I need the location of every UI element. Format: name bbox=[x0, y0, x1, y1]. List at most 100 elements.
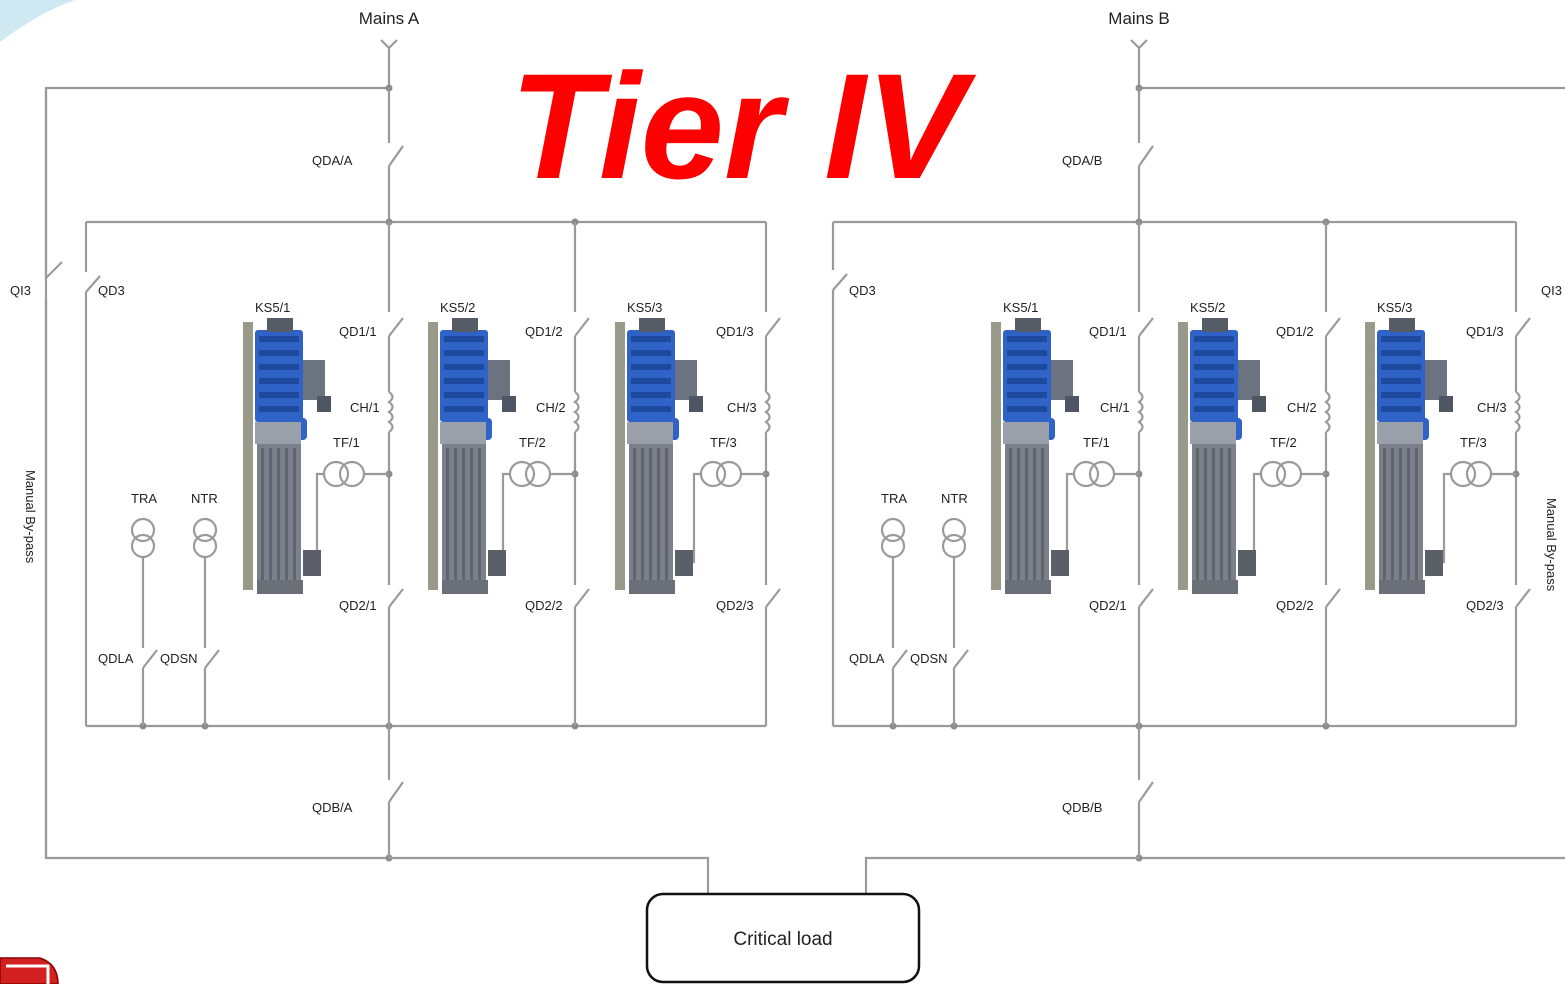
system-a: Mains A QI3 Manual By-pass QDA/A QD3 QDB… bbox=[10, 9, 781, 896]
mains-a-label: Mains A bbox=[359, 9, 420, 28]
gen-label: KS5/2 bbox=[440, 300, 475, 315]
qdla-label-a: QDLA bbox=[98, 651, 134, 666]
critical-load-label: Critical load bbox=[733, 929, 832, 950]
gen-label: KS5/1 bbox=[1003, 300, 1038, 315]
qd2-label: QD2/1 bbox=[1089, 598, 1127, 613]
unit-line-right-2 bbox=[1324, 222, 1341, 726]
tra-label-a: TRA bbox=[131, 491, 157, 506]
qdsn-label-b: QDSN bbox=[910, 651, 948, 666]
ntr-label-a: NTR bbox=[191, 491, 218, 506]
generator-units-a: KS5/1QD1/1CH/1TF/1QD2/1KS5/2QD1/2CH/2TF/… bbox=[243, 222, 781, 726]
qda-b-breaker bbox=[1137, 88, 1154, 222]
qd1-label: QD1/1 bbox=[1089, 324, 1127, 339]
tf-label: TF/1 bbox=[1083, 435, 1110, 450]
qdb-a-label: QDB/A bbox=[312, 800, 353, 815]
tf-link-right-2 bbox=[1238, 472, 1326, 564]
qd1-label: QD1/3 bbox=[716, 324, 754, 339]
logo-fragment bbox=[0, 957, 59, 984]
qd3-breaker-a bbox=[84, 222, 101, 726]
qi3-breaker-a bbox=[44, 88, 63, 858]
tier-title: Tier IV bbox=[510, 42, 977, 210]
tf-label: TF/3 bbox=[1460, 435, 1487, 450]
unit-line-right-3 bbox=[1514, 222, 1531, 726]
tf-label: TF/3 bbox=[710, 435, 737, 450]
feed-b-to-load bbox=[864, 856, 1139, 896]
feed-a-to-load bbox=[389, 856, 710, 896]
tf-label: TF/2 bbox=[1270, 435, 1297, 450]
qd3-label-b: QD3 bbox=[849, 283, 876, 298]
tf-label: TF/2 bbox=[519, 435, 546, 450]
qd3-label-a: QD3 bbox=[98, 283, 125, 298]
tf-link-left-3 bbox=[675, 472, 766, 564]
qd1-label: QD1/2 bbox=[1276, 324, 1314, 339]
corner-swoosh bbox=[0, 0, 75, 42]
qd2-label: QD2/3 bbox=[1466, 598, 1504, 613]
system-b: Mains B QI3 Manual By-pass QDA/B QD3 QDB… bbox=[831, 9, 1565, 896]
qdsn-label-a: QDSN bbox=[160, 651, 198, 666]
unit-line-right-1 bbox=[1137, 222, 1154, 726]
unit-line-left-1 bbox=[387, 222, 404, 726]
qda-a-label: QDA/A bbox=[312, 153, 353, 168]
qd2-label: QD2/3 bbox=[716, 598, 754, 613]
genset-icon bbox=[243, 318, 331, 594]
ch-label: CH/1 bbox=[1100, 400, 1130, 415]
gen-label: KS5/1 bbox=[255, 300, 290, 315]
tf-link-left-2 bbox=[488, 472, 575, 564]
ntr-label-b: NTR bbox=[941, 491, 968, 506]
qd2-label: QD2/1 bbox=[339, 598, 377, 613]
qdsn-breaker-a bbox=[203, 557, 220, 726]
bypass-label-b: Manual By-pass bbox=[1544, 498, 1559, 592]
tf-link-right-1 bbox=[1051, 472, 1139, 564]
qd1-label: QD1/1 bbox=[339, 324, 377, 339]
qdb-b-label: QDB/B bbox=[1062, 800, 1102, 815]
genset-icon bbox=[1365, 318, 1453, 594]
critical-load-box bbox=[645, 892, 921, 984]
genset-icon bbox=[428, 318, 516, 594]
gen-label: KS5/3 bbox=[1377, 300, 1412, 315]
genset-icon bbox=[1178, 318, 1266, 594]
qdla-label-b: QDLA bbox=[849, 651, 885, 666]
aux-transformers-b: TRA NTR QDLA QDSN bbox=[849, 491, 969, 726]
qd1-label: QD1/3 bbox=[1466, 324, 1504, 339]
tf-link-right-3 bbox=[1425, 472, 1516, 564]
qd1-label: QD1/2 bbox=[525, 324, 563, 339]
bypass-label-a: Manual By-pass bbox=[23, 470, 38, 564]
tf-label: TF/1 bbox=[333, 435, 360, 450]
qda-b-label: QDA/B bbox=[1062, 153, 1102, 168]
mains-b-feed bbox=[1130, 39, 1148, 88]
unit-line-left-3 bbox=[764, 222, 781, 726]
unit-line-left-2 bbox=[573, 222, 590, 726]
qdsn-breaker-b bbox=[952, 557, 969, 726]
ch-label: CH/3 bbox=[1477, 400, 1507, 415]
qi3-label-a: QI3 bbox=[10, 283, 31, 298]
aux-transformers-a: TRA NTR QDLA QDSN bbox=[98, 491, 220, 726]
qi3-label-b: QI3 bbox=[1541, 283, 1562, 298]
qdla-breaker-b bbox=[891, 557, 908, 726]
generator-units-b: KS5/1QD1/1CH/1TF/1QD2/1KS5/2QD1/2CH/2TF/… bbox=[991, 222, 1531, 726]
gen-label: KS5/2 bbox=[1190, 300, 1225, 315]
critical-load: Critical load bbox=[645, 892, 921, 984]
mains-a-feed bbox=[380, 39, 398, 88]
tra-label-b: TRA bbox=[881, 491, 907, 506]
qd3-breaker-b bbox=[831, 222, 848, 726]
ch-label: CH/3 bbox=[727, 400, 757, 415]
qdb-a-breaker bbox=[387, 726, 404, 858]
qdla-breaker-a bbox=[141, 557, 158, 726]
bypass-loop-a bbox=[44, 86, 389, 860]
gen-label: KS5/3 bbox=[627, 300, 662, 315]
qd2-label: QD2/2 bbox=[1276, 598, 1314, 613]
genset-icon bbox=[991, 318, 1079, 594]
tf-link-left-1 bbox=[303, 472, 389, 564]
genset-icon bbox=[615, 318, 703, 594]
mains-b-label: Mains B bbox=[1108, 9, 1169, 28]
qdb-b-breaker bbox=[1137, 726, 1154, 858]
ch-label: CH/2 bbox=[536, 400, 566, 415]
